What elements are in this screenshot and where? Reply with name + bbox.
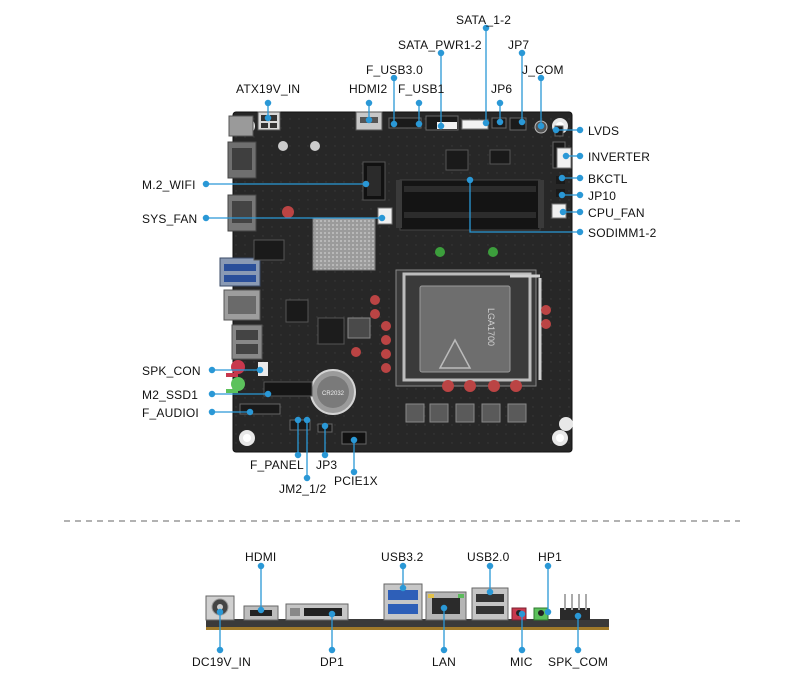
label-jm2-1-2: JM2_1/2	[279, 482, 327, 496]
label-m2-wifi: M.2_WIFI	[142, 178, 196, 192]
motherboard: LGA1700 CR2032	[219, 111, 573, 453]
label-mic: MIC	[510, 655, 533, 669]
cmos-battery: CR2032	[310, 369, 356, 415]
label-jp10: JP10	[588, 189, 617, 203]
label-cpu-fan: CPU_FAN	[588, 206, 645, 220]
label-sata-pwr1-2: SATA_PWR1-2	[398, 38, 482, 52]
label-hdmi: HDMI	[245, 550, 277, 564]
label-pcie1x: PCIE1X	[334, 474, 378, 488]
label-atx19v-in: ATX19V_IN	[236, 82, 301, 96]
label-lan: LAN	[432, 655, 456, 669]
label-bkctl: BKCTL	[588, 172, 628, 186]
label-spk-con: SPK_CON	[142, 364, 201, 378]
label-usb3-2: USB3.2	[381, 550, 424, 564]
m2-wifi-slot	[362, 161, 386, 201]
label-sodimm1-2: SODIMM1-2	[588, 226, 657, 240]
label-usb2-0: USB2.0	[467, 550, 510, 564]
label-sata-1-2: SATA_1-2	[456, 13, 512, 27]
label-m2-ssd1: M2_SSD1	[142, 388, 199, 402]
bottom-callouts	[294, 416, 358, 482]
label-jp7: JP7	[508, 38, 530, 52]
pch-heatsink	[312, 217, 376, 271]
label-dc19v-in: DC19V_IN	[192, 655, 251, 669]
right-callouts	[466, 126, 584, 236]
label-f-panel: F_PANEL	[250, 458, 304, 472]
label-sys-fan: SYS_FAN	[142, 212, 198, 226]
label-hdmi2: HDMI2	[349, 82, 388, 96]
label-jp6: JP6	[491, 82, 513, 96]
capacitors	[278, 141, 551, 392]
top-callouts	[264, 24, 545, 130]
label-inverter: INVERTER	[588, 150, 651, 164]
left-callouts	[202, 180, 386, 416]
m2-ssd-slot	[263, 381, 313, 397]
io-callouts	[216, 562, 582, 654]
socket-marking: LGA1700	[486, 308, 496, 346]
cpu-socket: LGA1700	[395, 269, 542, 387]
label-f-usb3-0: F_USB3.0	[366, 63, 423, 77]
label-f-usb1: F_USB1	[398, 82, 445, 96]
label-hp1: HP1	[538, 550, 562, 564]
label-f-audio: F_AUDIOI	[142, 406, 199, 420]
battery-marking: CR2032	[322, 391, 345, 397]
label-j-com: J_COM	[522, 63, 564, 77]
vrm-chokes	[347, 317, 527, 423]
label-spk-com: SPK_COM	[548, 655, 609, 669]
label-dp1: DP1	[320, 655, 344, 669]
label-lvds: LVDS	[588, 124, 620, 138]
label-jp3: JP3	[316, 458, 338, 472]
ics	[253, 149, 511, 345]
